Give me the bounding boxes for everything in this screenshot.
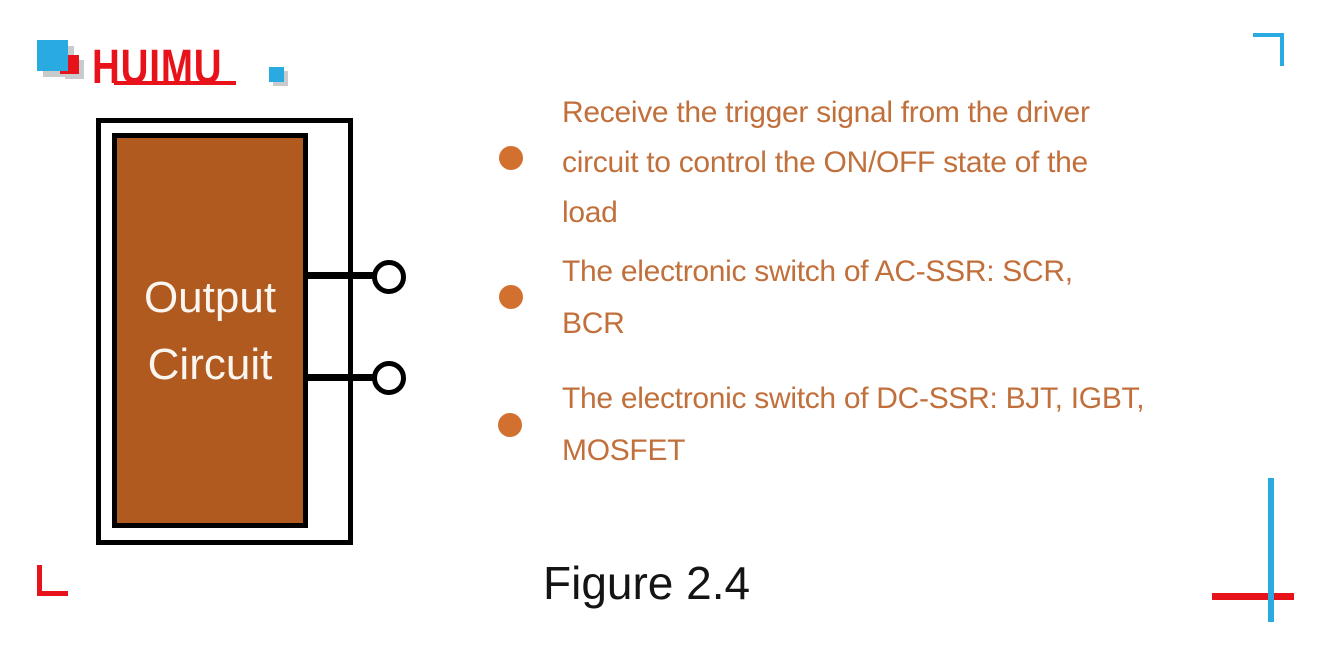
- terminal-lead-top: [303, 272, 375, 279]
- bullet-text-3: The electronic switch of DC-SSR: BJT, IG…: [562, 382, 1145, 467]
- logo-blue-square: [37, 40, 68, 71]
- bullet-text-1: Receive the trigger signal from the driv…: [562, 96, 1090, 229]
- bullet-text-2: The electronic switch of AC-SSR: SCR, BC…: [562, 255, 1073, 340]
- terminal-node-top: [372, 260, 406, 294]
- logo-small-blue-square: [269, 67, 284, 82]
- logo-underline: [114, 81, 236, 85]
- bullet-dot-1: [499, 146, 523, 170]
- top-right-corner-bracket: [1253, 33, 1284, 66]
- terminal-node-bottom: [372, 361, 406, 395]
- bullet-dot-3: [498, 413, 522, 437]
- bullet-dot-2: [499, 285, 523, 309]
- crosshair-red-line: [1212, 593, 1294, 600]
- terminal-lead-bottom: [303, 374, 375, 381]
- output-circuit-block: Output Circuit: [112, 133, 308, 528]
- output-circuit-label: Output Circuit: [143, 272, 277, 389]
- crosshair-blue-line: [1268, 478, 1274, 622]
- bottom-left-corner-bracket: [37, 565, 68, 596]
- logo-wordmark: HUIMU: [92, 39, 223, 94]
- figure-caption: Figure 2.4: [543, 557, 751, 609]
